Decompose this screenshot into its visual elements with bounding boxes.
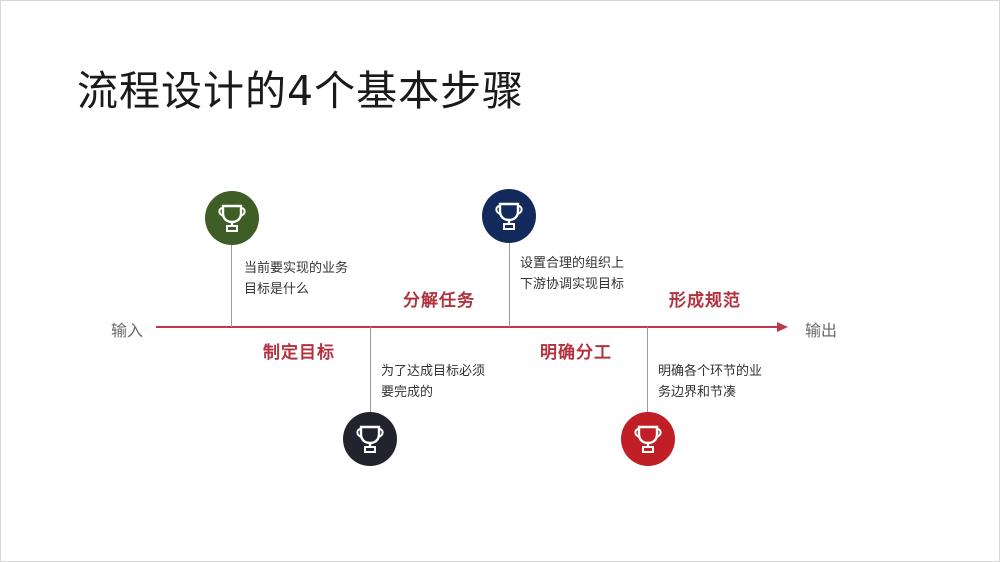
step-2-label: 分解任务 xyxy=(403,291,475,311)
step-1-connector xyxy=(231,244,232,327)
step-4-description: 明确各个环节的业 务边界和节凑 xyxy=(658,361,762,403)
step-2-description: 为了达成目标必须 要完成的 xyxy=(381,361,485,403)
step-4-desc-line: 明确各个环节的业 xyxy=(658,364,763,379)
step-4-trophy-icon xyxy=(621,412,675,466)
step-3-description: 设置合理的组织上 下游协调实现目标 xyxy=(520,253,624,295)
step-3-desc-line: 下游协调实现目标 xyxy=(520,277,625,292)
step-1-label: 制定目标 xyxy=(263,343,335,363)
step-1-desc-line: 当前要实现的业务 xyxy=(244,261,349,276)
output-label: 输出 xyxy=(805,321,838,340)
step-1-trophy-icon xyxy=(205,191,259,245)
step-2-desc-line: 要完成的 xyxy=(381,385,434,400)
step-3-label: 明确分工 xyxy=(540,343,612,363)
input-label: 输入 xyxy=(111,321,144,340)
step-2-connector xyxy=(370,327,371,413)
page-title: 流程设计的4个基本步骤 xyxy=(77,67,525,115)
flow-axis xyxy=(156,326,781,328)
step-4-desc-line: 务边界和节凑 xyxy=(658,385,737,400)
step-2-trophy-icon xyxy=(343,412,397,466)
step-4-connector xyxy=(647,327,648,413)
step-3-desc-line: 设置合理的组织上 xyxy=(520,256,625,271)
arrow-head xyxy=(777,322,788,332)
step-2-desc-line: 为了达成目标必须 xyxy=(381,364,486,379)
step-1-desc-line: 目标是什么 xyxy=(244,282,310,297)
step-1-description: 当前要实现的业务 目标是什么 xyxy=(244,258,348,300)
step-3-trophy-icon xyxy=(482,189,536,243)
step-4-label: 形成规范 xyxy=(669,291,741,311)
step-3-connector xyxy=(509,241,510,327)
